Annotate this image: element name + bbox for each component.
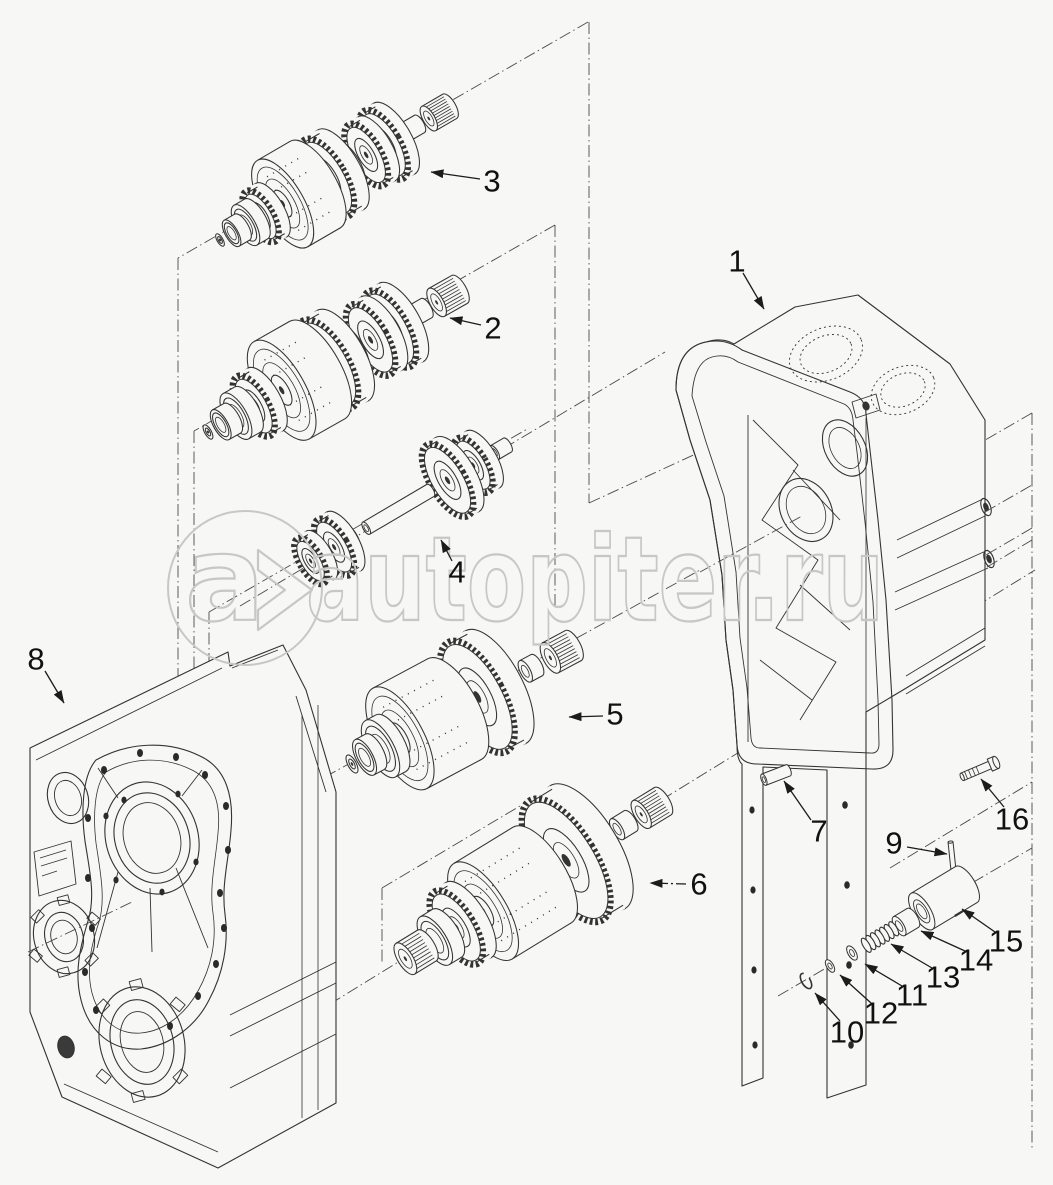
callout-7: 7 bbox=[783, 780, 828, 849]
part-number-label: 10 bbox=[830, 1015, 864, 1050]
part-16-drawing bbox=[959, 755, 1001, 782]
part-12-drawing bbox=[824, 959, 836, 973]
part-number-label: 2 bbox=[484, 311, 501, 346]
part-11-drawing bbox=[846, 945, 858, 961]
part-number-label: 15 bbox=[989, 924, 1023, 959]
part-number-label: 1 bbox=[728, 244, 745, 279]
callout-13: 13 bbox=[890, 943, 960, 995]
part-number-label: 14 bbox=[959, 943, 993, 978]
part-number-label: 16 bbox=[995, 802, 1029, 837]
watermark: a autopiter.ru bbox=[167, 509, 885, 666]
gasket-outline-outer bbox=[675, 340, 894, 770]
part-number-label: 5 bbox=[606, 697, 623, 732]
callout-14: 14 bbox=[920, 930, 993, 978]
callout-1: 1 bbox=[728, 244, 765, 310]
watermark-logo-letter: a bbox=[185, 510, 265, 648]
housing-1-leg-holes bbox=[749, 801, 854, 1049]
shaft-3-drawing bbox=[215, 93, 459, 249]
detent-small-parts bbox=[760, 755, 1001, 990]
chevron-right-icon bbox=[256, 548, 314, 632]
callout-9: 9 bbox=[885, 826, 948, 861]
shaft-5-drawing bbox=[345, 628, 584, 791]
callout-8: 8 bbox=[27, 642, 65, 704]
housing-8-silhouette bbox=[29, 644, 337, 1169]
watermark-logo-circle bbox=[167, 510, 323, 666]
part-7-drawing bbox=[760, 764, 792, 786]
housing-8-cover-inner bbox=[88, 759, 220, 1034]
part-number-label: 3 bbox=[483, 164, 500, 199]
housing-case-part-8 bbox=[28, 644, 337, 1169]
part-15-drawing bbox=[908, 865, 980, 931]
part-13-drawing bbox=[860, 921, 900, 953]
part-number-label: 4 bbox=[448, 555, 465, 590]
housing-8-cover-plate bbox=[77, 744, 233, 1050]
callout-4: 4 bbox=[440, 539, 466, 590]
callout-3: 3 bbox=[430, 164, 501, 199]
housing-front-cover-part-1 bbox=[675, 294, 995, 1099]
housing-8-drain-hole bbox=[57, 1035, 75, 1059]
part-number-label: 11 bbox=[896, 978, 928, 1013]
housing-8-main-bore bbox=[104, 781, 200, 895]
shaft-4-drawing bbox=[291, 429, 513, 588]
housing-8-cover-ribs bbox=[96, 767, 209, 953]
callout-5: 5 bbox=[568, 697, 624, 732]
shaft-2-drawing bbox=[202, 274, 470, 441]
shaft-6-drawing bbox=[393, 783, 674, 976]
housing-8-small-bore bbox=[46, 771, 90, 825]
part-14-drawing bbox=[891, 907, 921, 937]
part-number-label: 12 bbox=[864, 996, 898, 1031]
part-number-label: 8 bbox=[27, 642, 44, 677]
part-number-label: 7 bbox=[810, 814, 827, 849]
part-number-label: 13 bbox=[926, 960, 960, 995]
housing-8-bolt-holes bbox=[82, 749, 231, 1030]
part-number-label: 9 bbox=[885, 826, 902, 861]
housing-1-bores bbox=[778, 419, 869, 542]
housing-8-data-plate bbox=[33, 840, 77, 897]
callout-16: 16 bbox=[980, 778, 1029, 837]
callout-6: 6 bbox=[649, 867, 708, 902]
gear-shafts bbox=[202, 93, 674, 976]
part-number-label: 6 bbox=[690, 867, 707, 902]
callout-12: 12 bbox=[839, 974, 898, 1031]
housing-8-big-flange bbox=[94, 978, 189, 1103]
callout-15: 15 bbox=[961, 908, 1023, 959]
gasket-outline-inner bbox=[691, 355, 880, 754]
callout-11: 11 bbox=[864, 963, 928, 1013]
watermark-text: autopiter.ru bbox=[306, 511, 884, 648]
part-10-drawing bbox=[799, 972, 813, 990]
callout-2: 2 bbox=[449, 311, 502, 346]
housing-1-top-bores bbox=[788, 325, 936, 416]
callout-10: 10 bbox=[814, 992, 864, 1050]
